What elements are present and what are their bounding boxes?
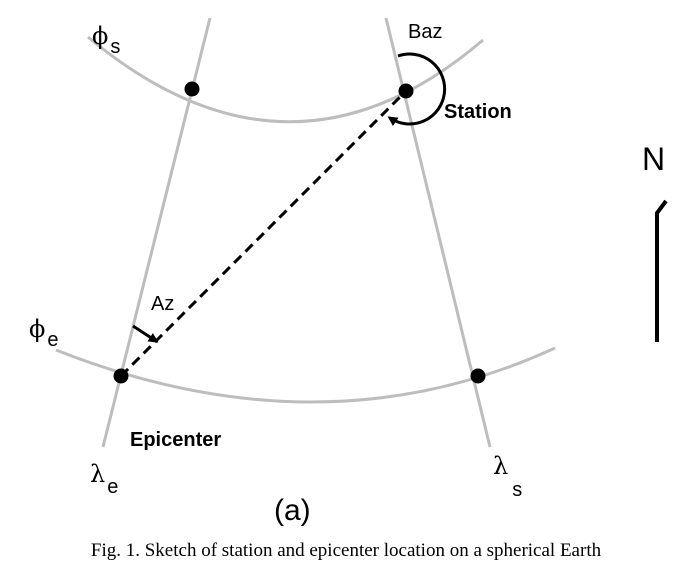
panel-label: (a)	[274, 494, 311, 527]
point-lambda-e-phi-s	[184, 81, 200, 97]
epicenter-label: Epicenter	[130, 429, 221, 451]
phi-e-symbol: ϕ	[29, 315, 45, 343]
azimuth-arrow	[132, 324, 159, 343]
station-label: Station	[444, 101, 512, 123]
great-circle-path	[119, 89, 408, 378]
latitude-arc-epicenter	[55, 346, 556, 404]
phi-e-subscript: e	[47, 329, 58, 351]
latitude-arc-station	[87, 35, 484, 124]
lambda-s-subscript: s	[512, 479, 522, 501]
point-lambda-s-phi-e	[470, 368, 486, 384]
baz-label: Baz	[408, 21, 442, 43]
station-point	[398, 83, 414, 99]
az-label: Az	[151, 293, 174, 315]
north-arrow	[655, 199, 668, 342]
north-label: N	[642, 141, 665, 177]
phi-s-symbol: ϕ	[92, 22, 108, 50]
meridian-station	[384, 17, 492, 448]
phi-s-subscript: s	[110, 36, 120, 58]
lambda-s-label: λs	[493, 452, 522, 501]
epicenter-point	[113, 368, 129, 384]
lambda-e-subscript: e	[107, 476, 118, 498]
backazimuth-arc	[387, 52, 447, 127]
figure-caption: Fig. 1. Sketch of station and epicenter …	[91, 540, 602, 561]
lambda-e-symbol: λ	[90, 460, 105, 488]
lambda-s-symbol: λ	[493, 452, 508, 480]
